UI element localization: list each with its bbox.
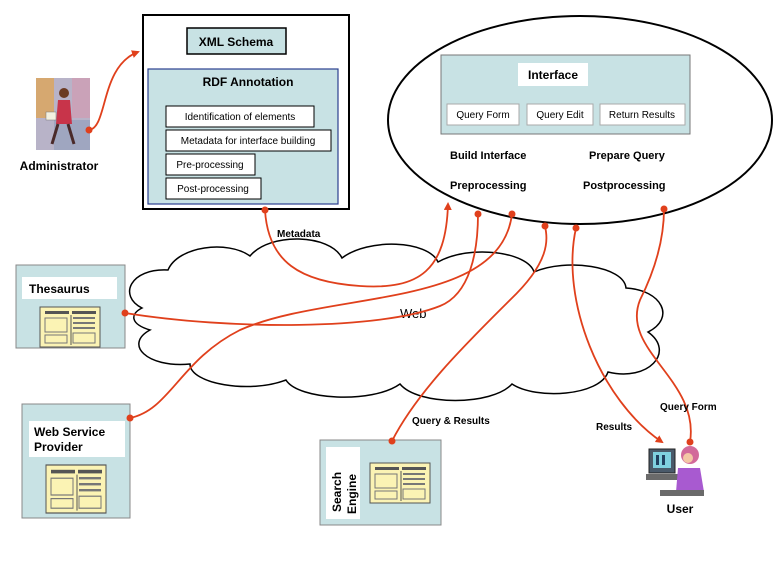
admin-to-schema-connector <box>88 50 140 131</box>
query-edit-button-label: Query Edit <box>536 110 583 121</box>
web-service-connector <box>129 213 513 419</box>
search-engine-label-line2: Engine <box>345 474 359 514</box>
postprocessing-label: Postprocessing <box>583 180 666 192</box>
search-engine-label-line1: Search <box>330 472 344 512</box>
return-results-button-label: Return Results <box>609 110 675 121</box>
administrator-label: Administrator <box>20 159 99 173</box>
web-service-provider-title-box <box>29 421 125 457</box>
rdf-item-preprocessing-label: Pre-processing <box>176 160 243 171</box>
thesaurus-connector <box>124 213 479 326</box>
web-service-provider-label-line2: Provider <box>34 440 83 454</box>
rdf-item-metadata <box>165 129 332 152</box>
search-engine-document-icon <box>369 462 431 504</box>
search-engine-connector <box>391 225 548 442</box>
web-service-provider-label-line1: Web Service <box>34 425 105 439</box>
thesaurus-document-icon <box>39 306 101 348</box>
thesaurus-title-box <box>22 277 117 299</box>
query-results-connector-label: Query & Results <box>412 416 490 427</box>
web-service-provider-document-icon <box>45 464 107 514</box>
query-edit-button[interactable] <box>526 103 594 126</box>
query-form-connector-label: Query Form <box>660 402 717 413</box>
rdf-item-preprocessing <box>165 153 256 176</box>
rdf-item-metadata-label: Metadata for interface building <box>181 136 316 147</box>
web-cloud <box>129 238 664 402</box>
user-at-computer-clipart-icon <box>646 446 704 496</box>
xml-schema-box <box>186 27 287 55</box>
search-engine-title-box <box>326 447 360 519</box>
rdf-annotation-title: RDF Annotation <box>203 75 294 89</box>
build-interface-label: Build Interface <box>450 150 526 162</box>
metadata-connector-label: Metadata <box>277 229 321 240</box>
user-label: User <box>667 502 694 516</box>
rdf-item-identification <box>165 105 315 128</box>
metadata-connector <box>264 202 452 288</box>
rdf-item-identification-label: Identification of elements <box>185 112 296 123</box>
xml-schema-label: XML Schema <box>199 35 274 49</box>
connector-endpoints <box>85 126 694 446</box>
preprocessing-label: Preprocessing <box>450 180 526 192</box>
results-connector-label: Results <box>596 422 633 433</box>
query-form-button[interactable] <box>446 103 520 126</box>
thesaurus-label: Thesaurus <box>29 282 90 296</box>
interface-title: Interface <box>528 68 578 82</box>
query-form-button-label: Query Form <box>456 110 509 121</box>
results-connector <box>571 227 664 444</box>
businesswoman-clipart-icon <box>36 78 90 150</box>
rdf-item-postprocessing <box>165 177 262 200</box>
prepare-query-label: Prepare Query <box>589 150 666 162</box>
return-results-button[interactable] <box>599 103 686 126</box>
connectors <box>88 50 692 444</box>
query-form-connector <box>635 208 692 443</box>
rdf-item-postprocessing-label: Post-processing <box>177 184 249 195</box>
interface-title-box <box>518 63 588 86</box>
